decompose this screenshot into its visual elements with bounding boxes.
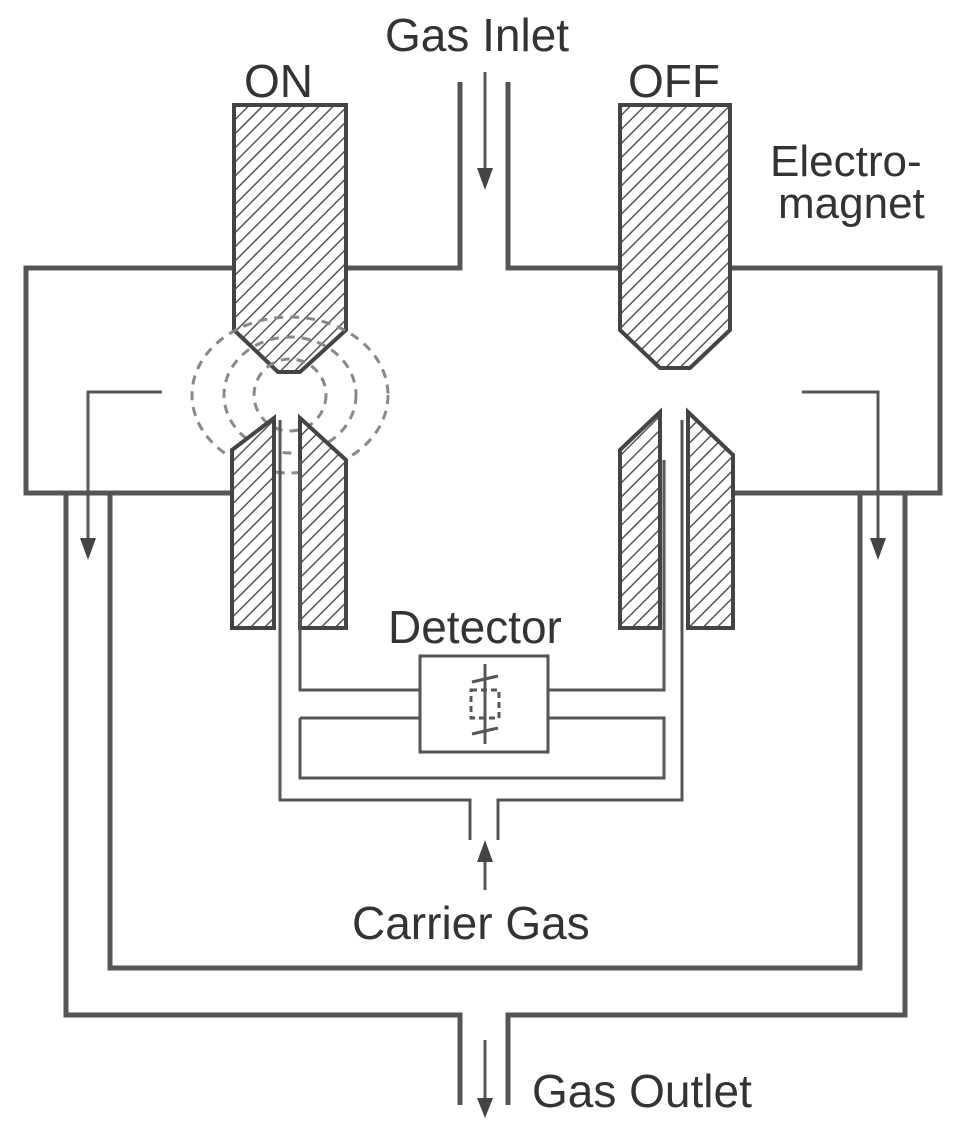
outlet-arrow [477, 1040, 493, 1118]
gas-inlet-pipe [23, 82, 943, 496]
left-magnetic-field [190, 315, 390, 475]
left-electromagnet-on [232, 103, 348, 374]
electromagnet-label-line1: Electro- [770, 137, 922, 186]
left-lower-pole [230, 413, 348, 630]
right-bypass-arrow [802, 390, 886, 560]
detector-label: Detector [388, 601, 562, 653]
detector-box [418, 654, 550, 754]
off-label: OFF [628, 55, 720, 107]
electromagnet-label-line2: magnet [778, 179, 925, 228]
on-label: ON [244, 55, 313, 107]
carrier-gas-channels [278, 420, 684, 840]
carrier-gas-label: Carrier Gas [352, 897, 590, 949]
inner-chamber [63, 490, 908, 1105]
gas-outlet-label: Gas Outlet [532, 1065, 752, 1117]
left-bypass-arrow [80, 390, 162, 560]
gas-inlet-label: Gas Inlet [385, 9, 570, 61]
inlet-arrow [477, 72, 493, 190]
carrier-gas-arrow [477, 840, 493, 890]
right-lower-pole [618, 407, 735, 630]
right-electromagnet-off [618, 103, 732, 370]
